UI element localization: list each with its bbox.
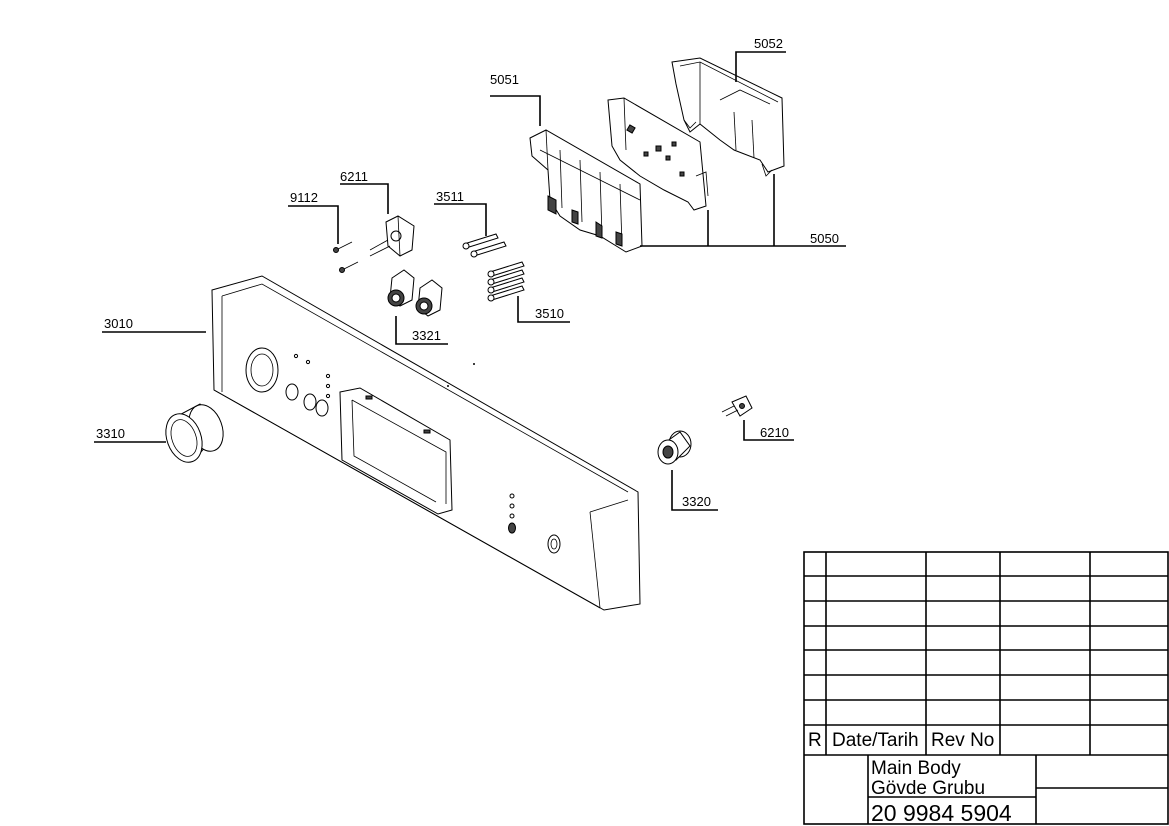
callout-6211: 6211 xyxy=(340,169,389,214)
callout-label-5052: 5052 xyxy=(754,36,783,51)
part-5050-board xyxy=(607,97,709,211)
title-block-date-header: Date/Tarih xyxy=(832,730,919,751)
part-3321-buttons xyxy=(387,269,443,317)
part-3511-pins xyxy=(462,233,507,258)
title-block-revno-header: Rev No xyxy=(931,730,994,751)
part-3320-knob xyxy=(657,430,692,465)
title-block: R Date/Tarih Rev No Main Body Gövde Grub… xyxy=(803,551,1169,826)
callout-label-6211: 6211 xyxy=(340,169,368,184)
title-block-title-line2: Gövde Grubu xyxy=(871,778,985,799)
callout-3511: 3511 xyxy=(434,189,487,236)
part-3010-front-panel xyxy=(211,275,641,611)
callout-3320: 3320 xyxy=(671,470,718,511)
callout-label-3320: 3320 xyxy=(682,494,711,509)
callout-3321: 3321 xyxy=(395,316,448,345)
callout-3010: 3010 xyxy=(102,316,206,333)
callout-label-6210: 6210 xyxy=(760,425,789,440)
callout-3310: 3310 xyxy=(94,426,166,443)
part-5051-key-holder xyxy=(529,129,643,253)
callout-label-5050: 5050 xyxy=(810,231,839,246)
callout-5052: 5052 xyxy=(735,36,786,82)
callout-6210: 6210 xyxy=(743,420,794,441)
callout-label-3511: 3511 xyxy=(436,189,464,204)
part-6210-switch xyxy=(721,395,753,417)
title-block-drawing-number: 20 9984 5904 xyxy=(871,800,1012,826)
callout-5050: 5050 xyxy=(640,174,846,247)
part-3310-knob xyxy=(165,403,224,463)
callout-label-5051: 5051 xyxy=(490,72,519,87)
callout-label-3510: 3510 xyxy=(535,306,564,321)
part-5052-frame xyxy=(671,57,785,177)
title-block-title-line1: Main Body xyxy=(871,758,961,779)
callout-label-3321: 3321 xyxy=(412,328,441,343)
part-9112-screws xyxy=(333,241,359,273)
callout-9112: 9112 xyxy=(288,190,339,244)
callout-3510: 3510 xyxy=(517,296,570,323)
title-block-rev-header: R xyxy=(808,730,822,751)
callout-label-3010: 3010 xyxy=(104,316,133,331)
callout-5051: 5051 xyxy=(490,72,541,126)
part-6211-switch xyxy=(369,215,415,257)
callout-label-3310: 3310 xyxy=(96,426,125,441)
part-3510-pins xyxy=(487,261,525,302)
callout-label-9112: 9112 xyxy=(290,190,318,205)
